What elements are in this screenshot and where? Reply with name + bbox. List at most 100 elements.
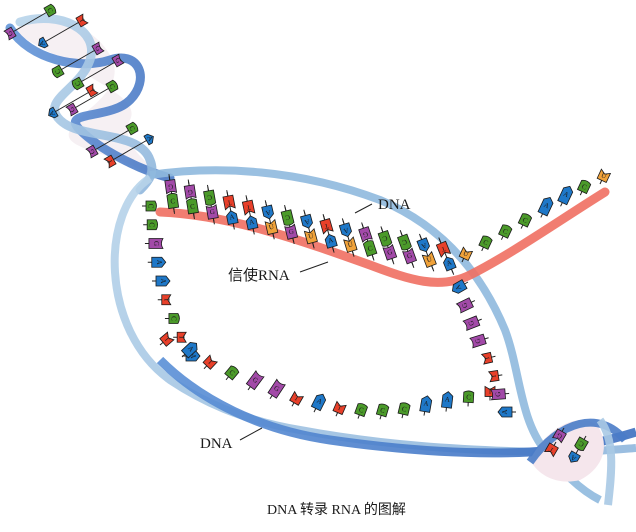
template-base-A: A <box>451 279 469 294</box>
base-body <box>397 402 411 416</box>
base-A: A <box>142 133 155 146</box>
base-body <box>91 41 105 56</box>
base-letter: U <box>268 223 275 232</box>
base-letter: C <box>284 213 291 222</box>
base-C: C <box>104 79 119 94</box>
base-body <box>362 240 378 257</box>
base-body <box>143 133 154 146</box>
rna-base-G: G <box>205 203 219 223</box>
base-stem <box>491 355 496 358</box>
template-base-G: G <box>455 297 476 314</box>
base-stem <box>212 218 215 223</box>
base-stem <box>104 88 109 91</box>
base-body <box>497 406 513 418</box>
dna-base-A: A <box>338 220 352 238</box>
pair-rung <box>58 94 86 110</box>
base-letter: G <box>386 248 393 257</box>
template-pair: TA <box>319 214 338 253</box>
base-stem <box>342 220 345 225</box>
base-body <box>498 224 513 239</box>
base-body <box>38 36 49 49</box>
base-letter: A <box>37 39 46 47</box>
base-T: T <box>103 154 118 169</box>
base-stem <box>471 300 476 303</box>
base-body <box>332 400 347 416</box>
base-body <box>105 79 119 94</box>
base-stem <box>361 224 364 229</box>
leader-line-mrna <box>299 261 329 273</box>
coding-base-C: C <box>354 403 368 419</box>
base-body <box>487 370 500 383</box>
base-letter: T <box>547 445 555 454</box>
base-body <box>303 227 318 245</box>
base-stem <box>45 39 50 42</box>
base-pair: AT <box>47 83 99 119</box>
template-base-T: T <box>487 370 503 383</box>
rna-base-A: A <box>443 256 457 274</box>
base-letter: A <box>454 283 463 291</box>
base-body <box>145 200 157 212</box>
coding-base-T: T <box>159 331 175 347</box>
base-stem <box>188 181 190 186</box>
pair-rung <box>116 142 144 158</box>
base-stem <box>323 215 326 221</box>
base-body <box>568 450 581 463</box>
base-body <box>289 390 305 406</box>
base-body <box>358 226 373 243</box>
base-body <box>443 256 457 272</box>
label-dna-upper: DNA <box>378 197 411 213</box>
base-letter: G <box>67 105 76 113</box>
base-stem <box>553 441 557 446</box>
base-letter: T <box>293 394 301 403</box>
base-body <box>176 331 187 343</box>
base-body <box>161 294 172 306</box>
base-stem <box>232 223 235 228</box>
coding-base-T: T <box>157 294 172 306</box>
base-letter: A <box>569 453 577 462</box>
base-body <box>300 213 313 229</box>
base-body <box>222 194 236 211</box>
base-body <box>202 354 219 370</box>
dna-base-A: A <box>416 235 430 253</box>
base-body <box>377 229 393 247</box>
base-stem <box>331 246 335 251</box>
template-base-G: G <box>462 315 482 332</box>
base-stem <box>75 105 80 108</box>
base-stem <box>379 415 382 420</box>
base-letter: T <box>483 354 492 361</box>
rna-base-A: A <box>324 233 338 251</box>
base-body <box>416 237 430 253</box>
rna-base-U: U <box>264 218 279 238</box>
coding-base-T: T <box>332 400 347 417</box>
base-letter: U <box>347 240 354 249</box>
coding-base-C: C <box>164 313 180 324</box>
helix-base-T: T <box>543 441 559 458</box>
base-stem <box>272 233 275 238</box>
base-letter: G <box>288 227 295 236</box>
base-stem <box>351 250 354 255</box>
base-body <box>155 275 171 287</box>
base-letter: T <box>226 198 232 207</box>
dna-base-C: C <box>397 231 412 251</box>
base-letter: G <box>473 337 482 344</box>
rna-base-A: A <box>226 210 239 228</box>
base-letter: C <box>170 197 176 206</box>
base-G: G <box>3 26 18 41</box>
template-pair: TA <box>222 190 239 230</box>
base-letter: G <box>152 241 160 246</box>
helix-base-G: G <box>551 427 567 444</box>
base-letter: C <box>107 82 116 90</box>
base-stem <box>113 157 118 160</box>
base-stem <box>269 395 273 400</box>
mrna-tail-base-U: U <box>458 246 474 263</box>
base-body <box>469 333 487 349</box>
rna-base-U: U <box>303 227 318 247</box>
coding-base-G: G <box>267 378 286 400</box>
base-body <box>224 365 240 381</box>
coding-base-C: C <box>142 200 157 212</box>
base-body <box>85 144 99 159</box>
coding-base-G: G <box>144 238 164 249</box>
base-stem <box>579 191 583 196</box>
template-pair: TA <box>435 237 457 275</box>
base-body <box>402 247 418 265</box>
